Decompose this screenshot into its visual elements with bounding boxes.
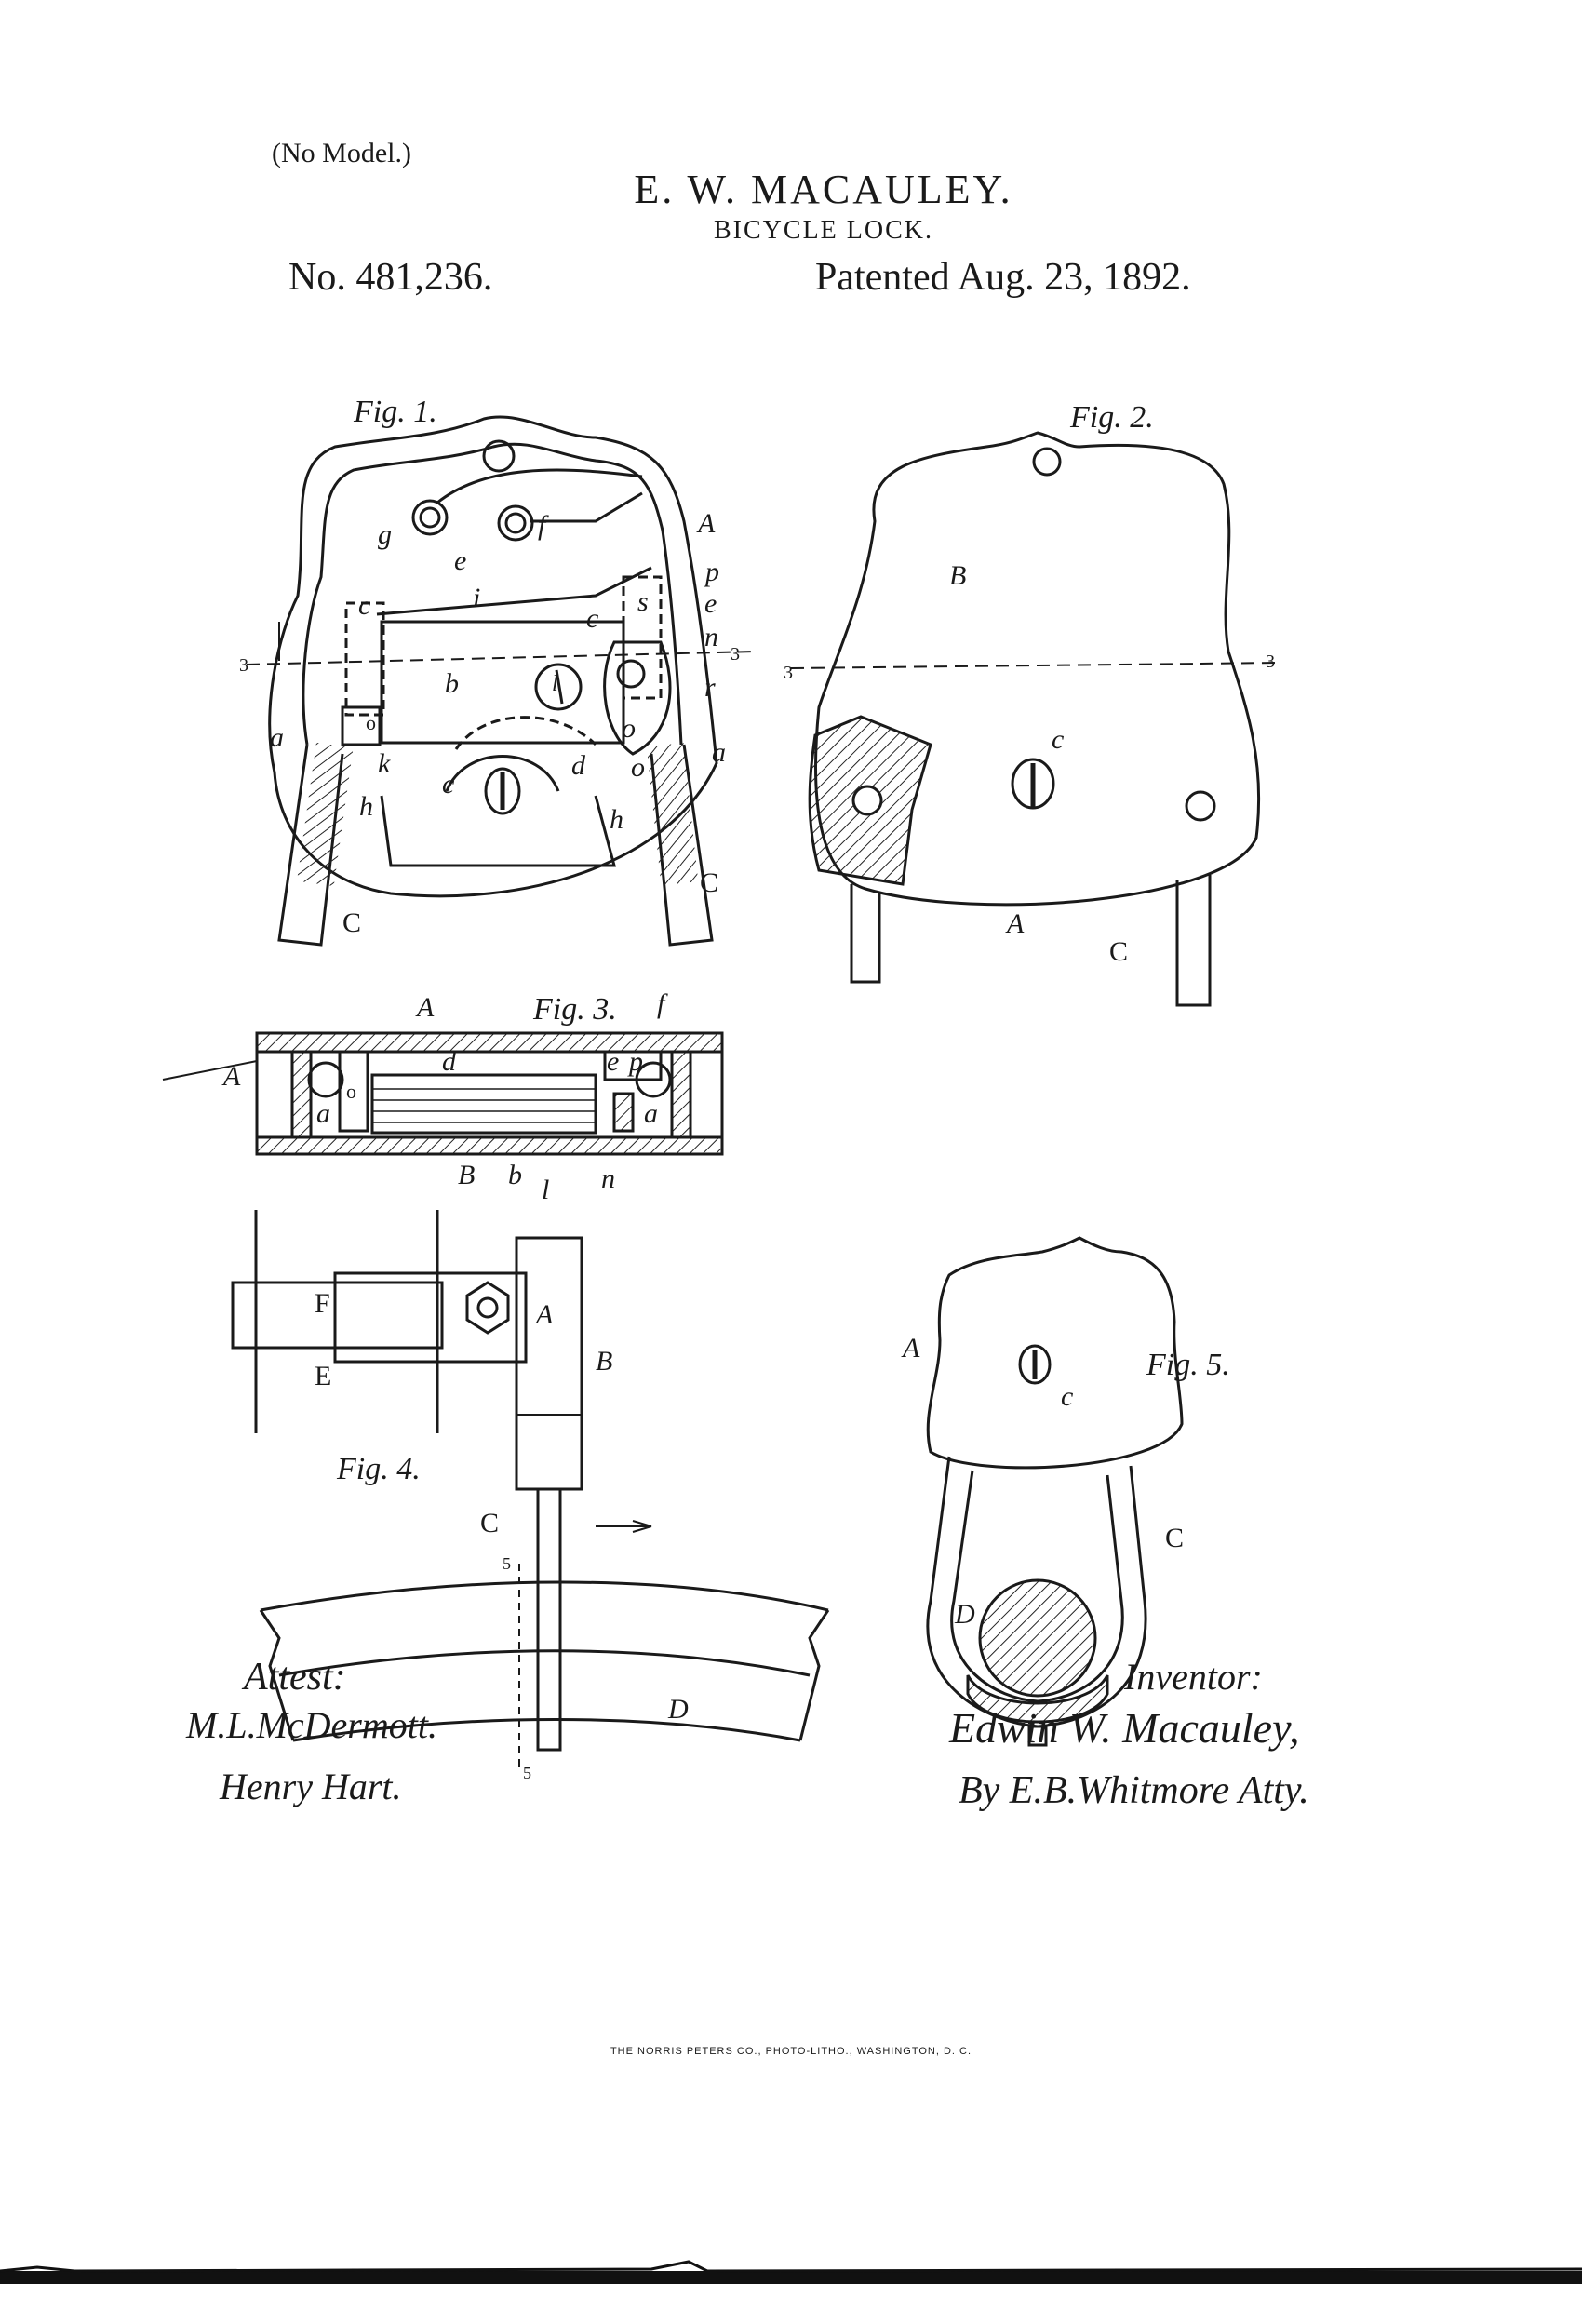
ref-letter: s [637, 586, 649, 617]
fig-5-label: Fig. 5. [1146, 1348, 1230, 1382]
ref-letter: r [704, 672, 716, 703]
ref-letter: 3 [731, 644, 740, 665]
no-model-note: (No Model.) [272, 138, 411, 168]
ref-letter: 3 [239, 655, 248, 676]
ref-letter: C [1165, 1523, 1185, 1553]
ref-letter: c [1061, 1381, 1074, 1412]
invention-title: BICYCLE LOCK. [714, 216, 933, 245]
ref-letter: D [955, 1599, 975, 1630]
ref-letter: e [704, 588, 717, 619]
inventor-name-heading: E. W. MACAULEY. [634, 167, 1013, 212]
ref-letter: A [223, 1061, 241, 1092]
witness-signature-1: M.L.McDermott. [186, 1704, 437, 1746]
ref-letter: D [668, 1694, 689, 1725]
ref-letter: A [417, 992, 435, 1023]
fig-2-label: Fig. 2. [1070, 400, 1154, 435]
ref-letter: C [342, 907, 362, 938]
ref-letter: o [631, 752, 645, 783]
figure-1-drawing [246, 415, 755, 947]
ref-letter: o [346, 1080, 356, 1103]
ref-letter: E [315, 1361, 332, 1391]
ref-letter: c [586, 603, 599, 634]
ref-letter: a [270, 722, 284, 753]
ref-letter: A [1007, 908, 1025, 939]
ref-letter: a [712, 737, 726, 768]
ref-letter: k [378, 748, 391, 779]
ref-letter: A [536, 1299, 554, 1330]
ref-letter: F [315, 1288, 330, 1319]
scan-edge-bar [0, 2260, 1582, 2284]
ref-letter: f [538, 510, 546, 541]
inventor-label: Inventor: [1124, 1656, 1263, 1698]
fig-1-label: Fig. 1. [354, 395, 437, 429]
figure-2-drawing [790, 431, 1280, 1007]
ref-letter: i [473, 583, 481, 613]
ref-letter: a [644, 1098, 658, 1129]
fig-3-label: Fig. 3. [533, 992, 617, 1027]
ref-letter: e [454, 545, 467, 576]
ref-letter: h [610, 804, 623, 835]
attorney-signature: By E.B.Whitmore Atty. [959, 1769, 1309, 1812]
ref-letter: o [622, 713, 636, 744]
ref-letter: l [542, 1175, 550, 1205]
attest-label: Attest: [244, 1656, 346, 1699]
ref-letter: h [359, 791, 373, 822]
patent-date: Patented Aug. 23, 1892. [815, 256, 1191, 299]
ref-letter: p [629, 1046, 643, 1077]
ref-letter: l [552, 672, 558, 696]
ref-letter: b [508, 1160, 522, 1190]
ref-letter: 5 [523, 1764, 531, 1782]
ref-letter: B [458, 1160, 476, 1190]
ref-letter: p [705, 557, 719, 587]
ref-letter: C [700, 867, 719, 898]
ref-letter: B [596, 1346, 613, 1377]
figure-3-drawing [162, 1031, 724, 1156]
ref-letter: b [445, 668, 459, 699]
patent-number: No. 481,236. [288, 256, 493, 299]
figure-4-drawing [231, 1210, 830, 1768]
inventor-signature: Edwin W. Macauley, [949, 1704, 1300, 1752]
ref-letter: o [366, 711, 376, 734]
ref-letter: C [480, 1508, 500, 1538]
ref-letter: e [607, 1046, 620, 1077]
ref-letter: n [704, 622, 718, 652]
ref-letter: 3 [784, 663, 793, 683]
ref-letter: d [442, 1046, 456, 1077]
ref-letter: c [442, 769, 455, 799]
ref-letter: n [601, 1163, 615, 1194]
witness-signature-2: Henry Hart. [220, 1766, 402, 1807]
fig-4-label: Fig. 4. [337, 1452, 421, 1486]
ref-letter: c [358, 590, 371, 621]
ref-letter: A [698, 508, 716, 539]
ref-letter: A [903, 1333, 920, 1364]
ref-letter: B [949, 560, 967, 591]
ref-letter: 5 [503, 1554, 511, 1573]
ref-letter: g [378, 519, 392, 550]
figure-5-drawing [926, 1236, 1184, 1747]
ref-letter: 3 [1266, 652, 1275, 672]
ref-letter: a [316, 1098, 330, 1129]
ref-letter: d [571, 750, 585, 781]
ref-letter: C [1109, 936, 1129, 967]
printer-imprint: THE NORRIS PETERS CO., PHOTO-LITHO., WAS… [610, 2046, 972, 2057]
ref-letter: f [657, 988, 665, 1019]
ref-letter: c [1052, 724, 1065, 755]
